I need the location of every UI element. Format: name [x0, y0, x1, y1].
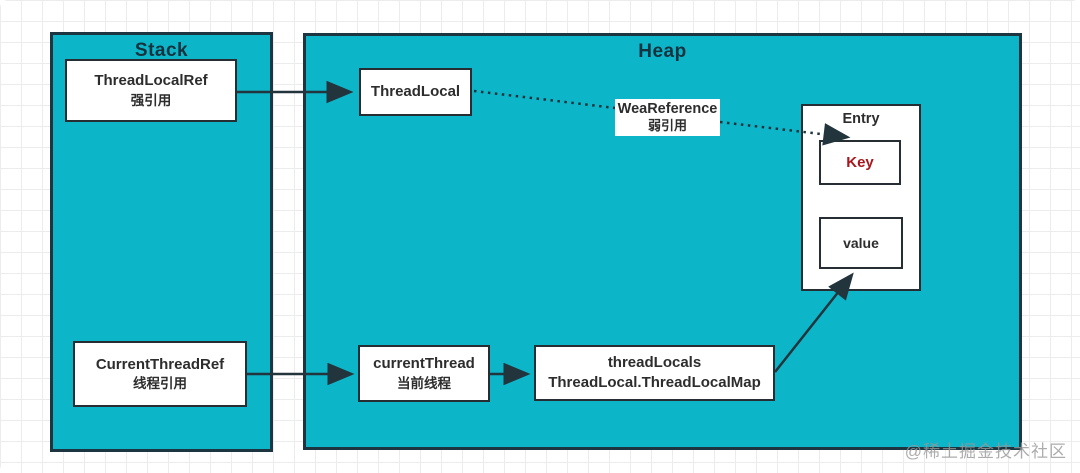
- watermark-text: @稀土掘金技术社区: [904, 442, 1067, 461]
- weak-reference-label: WeaReference: [617, 101, 718, 117]
- entry-node: Entry Key value: [801, 104, 921, 291]
- current-thread-node: currentThread 当前线程: [358, 345, 490, 402]
- entry-value-node: value: [819, 217, 903, 269]
- weak-reference-edge-label: WeaReference 弱引用: [615, 99, 720, 136]
- current-thread-sublabel: 当前线程: [397, 375, 451, 391]
- entry-node-title: Entry: [842, 111, 880, 127]
- heap-region-title: Heap: [638, 41, 687, 62]
- thread-local-node: ThreadLocal: [359, 68, 472, 116]
- current-thread-ref-node: CurrentThreadRef 线程引用: [73, 341, 247, 407]
- stack-region-title: Stack: [134, 40, 189, 61]
- thread-locals-label: threadLocals: [607, 353, 702, 371]
- thread-local-label: ThreadLocal: [370, 82, 461, 100]
- current-thread-ref-sublabel: 线程引用: [133, 376, 187, 392]
- current-thread-label: currentThread: [373, 355, 475, 373]
- thread-local-ref-sublabel: 强引用: [130, 92, 172, 108]
- thread-locals-node: threadLocals ThreadLocal.ThreadLocalMap: [534, 345, 775, 401]
- entry-key-node: Key: [819, 140, 901, 185]
- current-thread-ref-label: CurrentThreadRef: [95, 355, 225, 373]
- weak-reference-sublabel: 弱引用: [647, 118, 687, 134]
- thread-local-ref-node: ThreadLocalRef 强引用: [65, 59, 237, 122]
- thread-locals-sublabel: ThreadLocal.ThreadLocalMap: [548, 374, 761, 391]
- thread-local-ref-label: ThreadLocalRef: [94, 72, 208, 90]
